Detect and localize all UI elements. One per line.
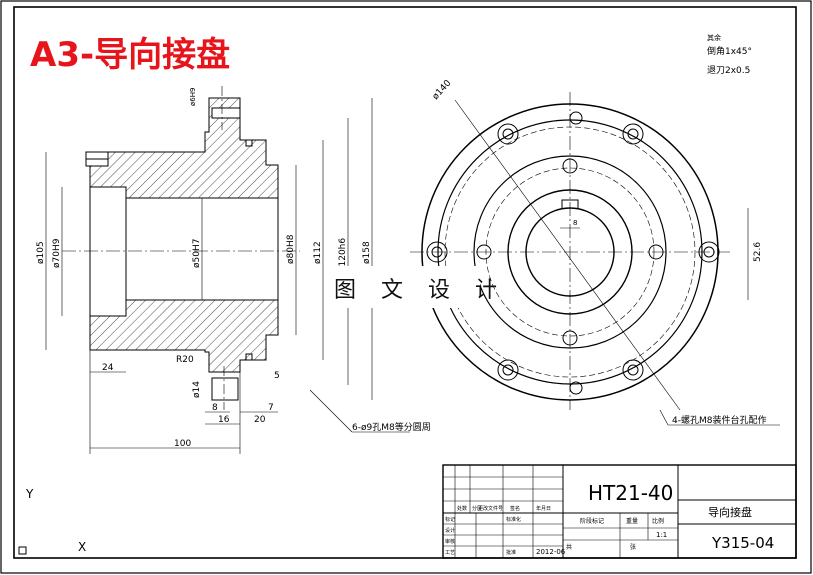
- tb-code: Y315-04: [711, 534, 774, 552]
- tb-row-label-3: 工艺: [445, 550, 455, 556]
- tb-scale-label: 比例: [652, 517, 664, 525]
- title-block: [442, 464, 797, 559]
- inner-bolt-holes: [476, 158, 664, 346]
- end-view: [410, 92, 730, 411]
- dim-len7: 7: [268, 403, 274, 413]
- tb-row-label-2: 审核: [445, 538, 455, 545]
- dim-len20: 20: [254, 415, 266, 425]
- dim-d112: ø112: [313, 241, 323, 264]
- inner-frame: [13, 6, 797, 559]
- end-view-dimensions: [560, 208, 780, 426]
- tb-drawing-no: HT21-40: [588, 481, 673, 505]
- end-dim-8: 8: [573, 219, 577, 227]
- tb-stage-label: 阶段标记: [580, 517, 604, 525]
- notes-line2: 退刀2x0.5: [707, 65, 750, 76]
- dim-d80: ø80H8: [286, 234, 296, 264]
- dim-len24: 24: [102, 363, 114, 373]
- tb-col-label-3: 签名: [510, 505, 520, 512]
- ucs-y-label: Y: [25, 487, 34, 501]
- tb-scale: 1:1: [656, 531, 667, 539]
- tb-weight-label: 重量: [626, 517, 638, 525]
- tb-col-label-0: 处数: [457, 505, 467, 512]
- ucs-x-label: X: [78, 540, 86, 554]
- dim-d120: ø120h6: [338, 238, 348, 272]
- notes-line1: 倒角1x45°: [707, 45, 752, 57]
- tb-row-label-0: 标记: [445, 516, 455, 523]
- dim-len5: 5: [274, 371, 280, 381]
- tb-sheet-label2: 张: [630, 543, 636, 551]
- section-dimensions: [45, 98, 410, 454]
- end-dim-526: 52.6: [753, 242, 763, 262]
- dim-d158: ø158: [362, 241, 372, 264]
- end-callout: 4-螺孔M8装件台孔配作: [672, 414, 766, 426]
- tb-part-name: 导向接盘: [708, 505, 752, 519]
- tb-sheet-label: 共: [566, 543, 572, 551]
- outer-bolt-holes: [426, 111, 720, 395]
- dim-len16: 16: [218, 415, 230, 425]
- tb-date: 2012-06: [536, 548, 566, 556]
- dim-d50: ø50H7: [192, 239, 202, 268]
- dim-d6: ø6H9: [189, 88, 197, 106]
- section-callout: 6-ø9孔M8等分圆周: [352, 421, 431, 433]
- drawing-title: A3-导向接盘: [30, 35, 230, 75]
- tb-standard-label: 标准化: [506, 516, 521, 523]
- dim-len100: 100: [174, 439, 191, 449]
- dim-d105: ø105: [36, 241, 46, 264]
- tb-col-label-2: 更改文件号: [478, 505, 503, 512]
- dim-d70: ø70H9: [52, 238, 62, 268]
- tb-approve-label: 批准: [506, 549, 516, 556]
- dim-d14: ø14: [192, 381, 202, 398]
- end-dim-d140: ø140: [431, 78, 454, 102]
- section-view: [62, 86, 300, 410]
- watermark-background: [330, 266, 480, 308]
- notes-heading: 其余: [707, 33, 721, 42]
- dim-len8: 8: [212, 403, 218, 413]
- tb-row-label-1: 设计: [445, 527, 455, 534]
- tb-col-label-1: 分区: [472, 505, 482, 512]
- hatch-upper-wall: [89, 97, 279, 199]
- dim-r20: R20: [176, 355, 194, 365]
- ucs-origin-box: [18, 546, 27, 555]
- tb-col-label-4: 年月日: [536, 505, 551, 512]
- watermark-text: 图 文 设 计: [334, 278, 506, 303]
